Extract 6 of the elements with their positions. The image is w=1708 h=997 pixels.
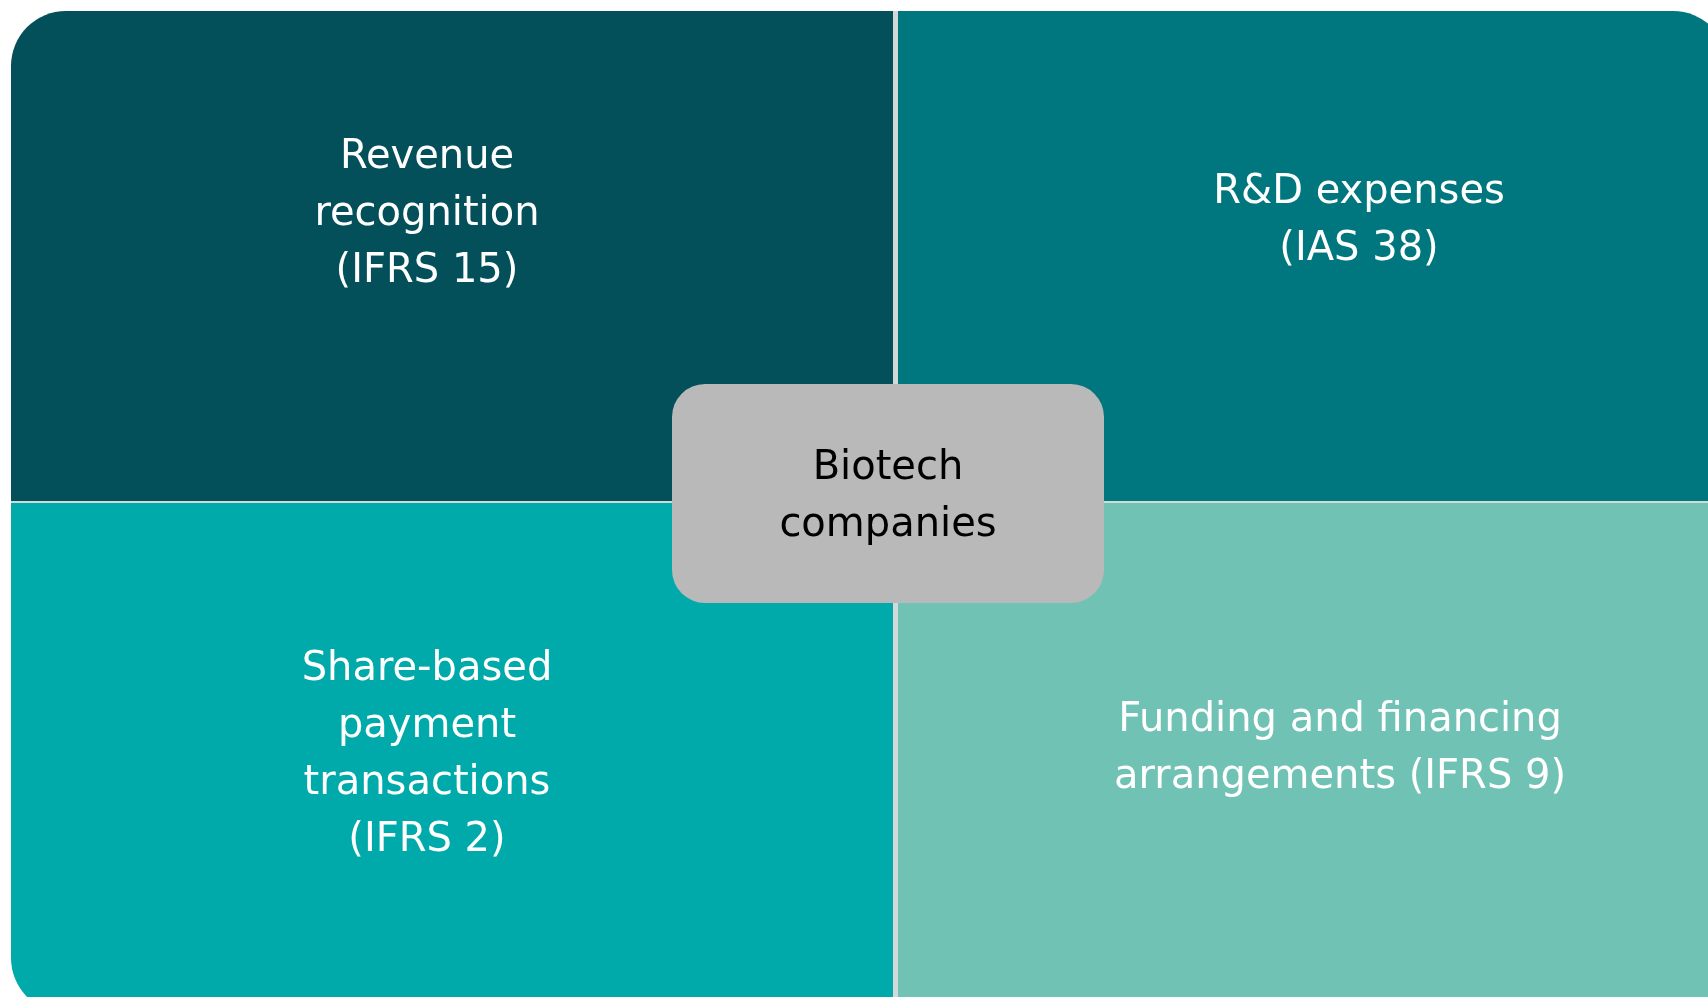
node-label: R&D expenses (IAS 38)	[1212, 165, 1506, 271]
center-box	[672, 384, 1104, 603]
node-label: Biotech companies	[778, 441, 998, 547]
node-label: Share-based payment transactions (IFRS 2)	[300, 642, 554, 862]
node-label: Funding and financing arrangements (IFRS 9)	[1112, 693, 1568, 799]
node-label: Revenue recognition (IFRS 15)	[313, 129, 541, 293]
